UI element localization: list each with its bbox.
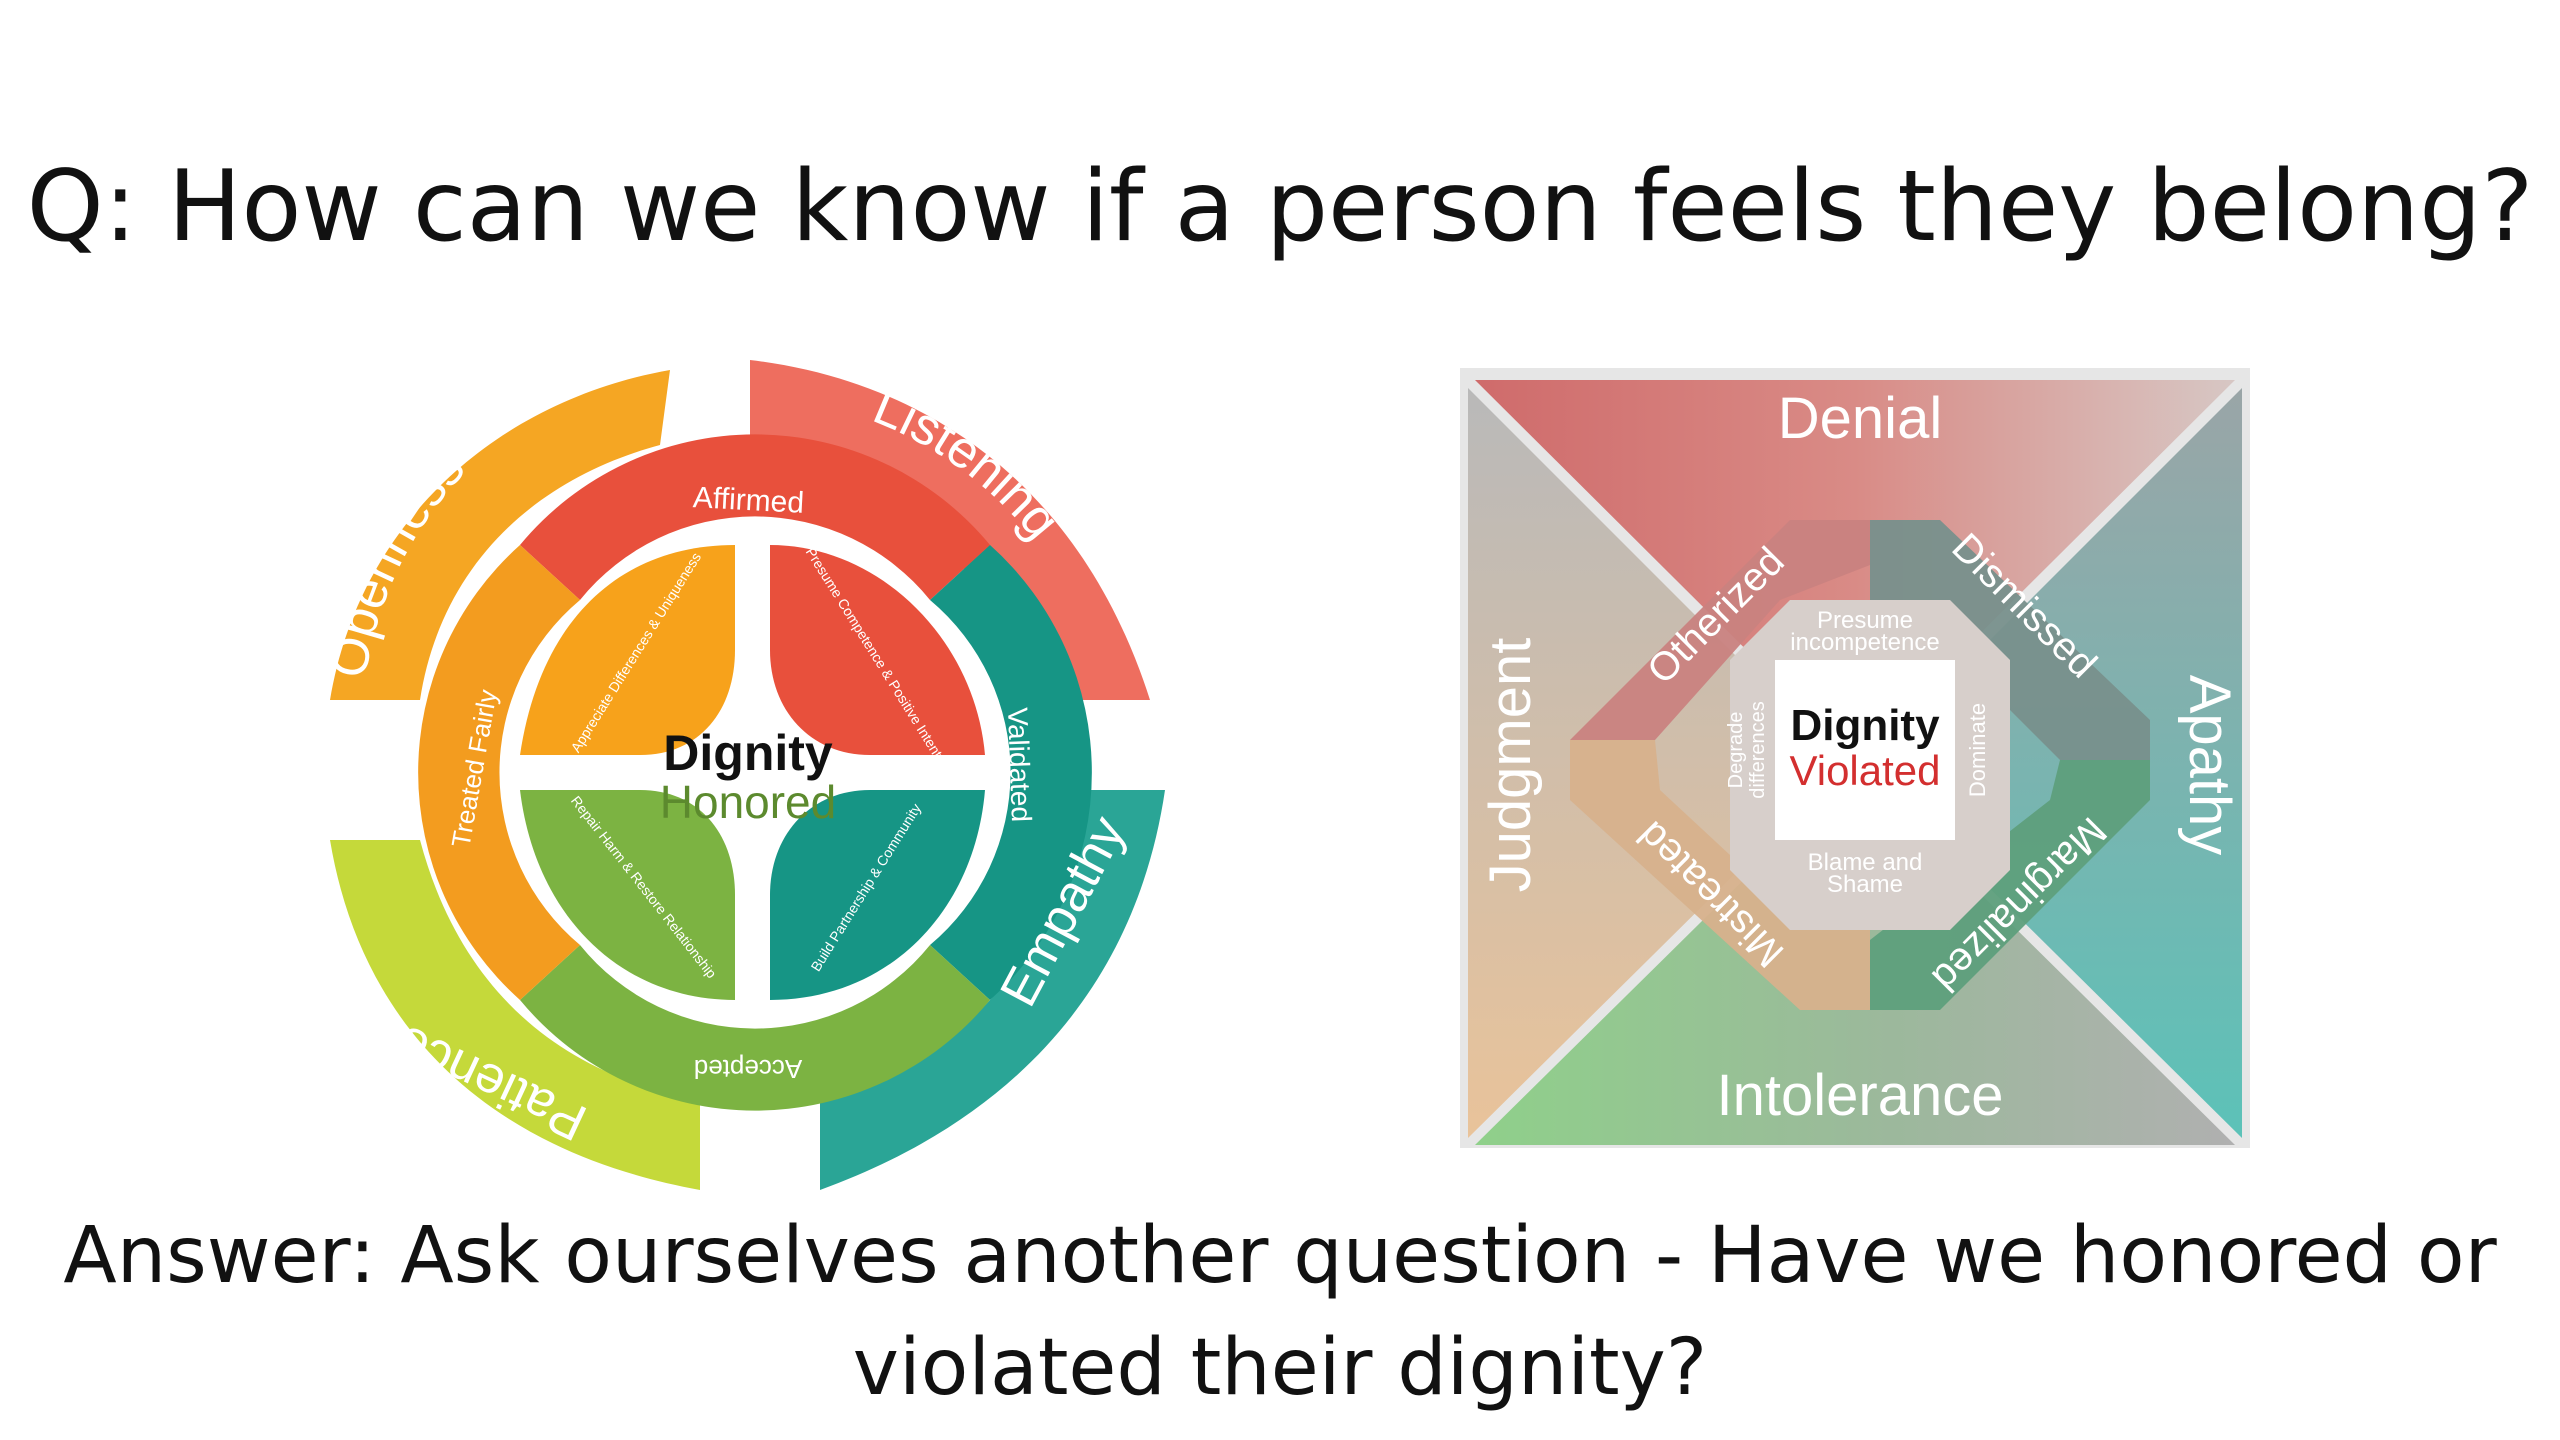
leaf-presume-competence [770, 545, 985, 755]
ring-accepted [520, 945, 990, 1111]
leaf-build-partnership [770, 790, 985, 1000]
label-judgment: Judgment [1478, 638, 1543, 893]
question-heading: Q: How can we know if a person feels the… [26, 150, 2534, 264]
outer-petal-openness [330, 370, 670, 700]
label-accepted: Accepted [694, 1054, 802, 1084]
label-denial: Denial [1778, 386, 1942, 451]
ring-validated [930, 545, 1092, 1000]
band-mistreated [1570, 740, 1870, 1010]
ring-treated-fairly [418, 545, 580, 1000]
center-dignity-violated-bottom: Violated [1789, 747, 1940, 794]
band-otherized [1570, 520, 1870, 740]
dignity-honored-diagram: Openness Listening Empathy Patience Affi… [319, 360, 1165, 1190]
label-apathy: Apathy [2177, 675, 2242, 856]
center-dignity-honored-top: Dignity [663, 725, 833, 781]
ring-affirmed [520, 434, 990, 600]
label-intolerance: Intolerance [1717, 1063, 2004, 1128]
answer-line-1: Answer: Ask ourselves another question -… [63, 1211, 2497, 1301]
label-degrade-differences: Degradedifferences [1725, 701, 1769, 798]
triangle-apathy [1865, 388, 2242, 1138]
outer-petal-empathy [820, 790, 1165, 1190]
band-dismissed [1870, 520, 2150, 760]
center-box [1775, 660, 1955, 840]
leaf-appreciate-differences [520, 545, 735, 755]
label-validated: Validated [1002, 707, 1037, 823]
band-marginalized [1870, 760, 2150, 1010]
center-dignity-honored-bottom: Honored [660, 776, 836, 828]
label-affirmed: Affirmed [692, 481, 805, 520]
leaf-repair-harm [520, 790, 735, 1000]
center-dignity-violated-top: Dignity [1790, 701, 1940, 750]
answer-line-2: violated their dignity? [852, 1323, 1708, 1413]
answer-text: Answer: Ask ourselves another question -… [0, 1200, 2560, 1424]
outer-petal-patience [330, 840, 700, 1190]
label-dominate: Dominate [1965, 703, 1990, 797]
